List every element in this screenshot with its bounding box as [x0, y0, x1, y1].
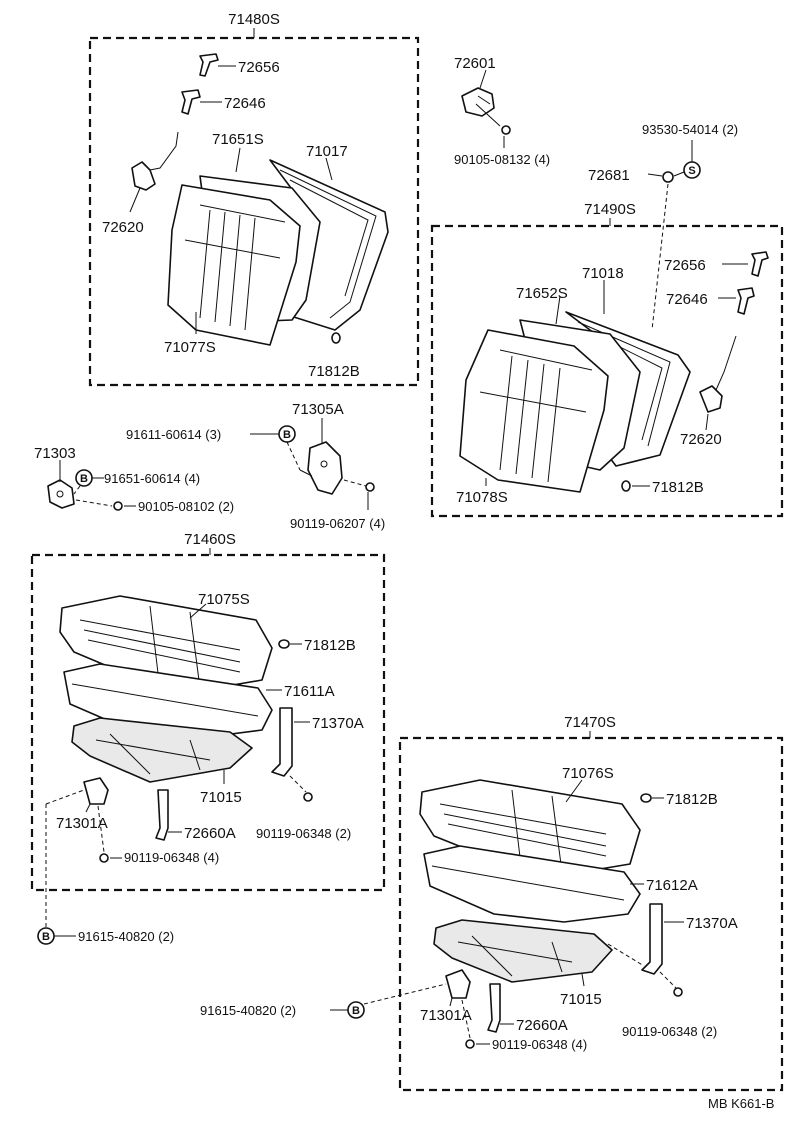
part-91651-60614: 91651-60614 (4) [104, 471, 200, 486]
part-90119-06348-2: 90119-06348 (4) [124, 850, 219, 865]
symbol-s: S [688, 165, 695, 177]
part-71652S: 71652S [516, 285, 568, 302]
part-71370A-2: 71370A [686, 915, 738, 932]
part-90119-06348-1: 90119-06348 (2) [256, 826, 351, 841]
cushion-frame-71015-1 [71, 717, 253, 783]
headrest-guide-72656-left [199, 53, 219, 77]
part-72656-right: 72656 [664, 257, 706, 274]
headrest-guide-72656-right [751, 251, 769, 277]
bolt-90119-06207 [365, 482, 375, 492]
hinge-cover-71303 [47, 479, 75, 509]
bracket-71301A-2 [445, 969, 471, 999]
bolt-90105-08102 [113, 501, 123, 511]
part-72660A-2: 72660A [516, 1017, 568, 1034]
cap-71812B-2 [621, 480, 631, 492]
part-71611A: 71611A [284, 683, 335, 700]
cap-71812B-4 [640, 793, 652, 803]
part-90119-06348-3: 90119-06348 (2) [622, 1024, 717, 1039]
belt-71370A-2 [641, 903, 663, 975]
clip-72681 [662, 171, 674, 183]
bolt-90119-06348-d [465, 1039, 475, 1049]
part-71015-1: 71015 [200, 789, 242, 806]
part-71651S: 71651S [212, 131, 264, 148]
symbol-b-4: B [352, 1005, 360, 1017]
part-71812B-1: 71812B [308, 363, 360, 380]
part-71076S: 71076S [562, 765, 614, 782]
seatback-cover-71077S [167, 184, 301, 346]
part-72646-right: 72646 [666, 291, 708, 308]
bracket-71301A-1 [83, 777, 109, 805]
part-93530-54014: 93530-54014 (2) [642, 122, 738, 137]
part-71075S: 71075S [198, 591, 250, 608]
part-71612A: 71612A [646, 877, 698, 894]
part-71812B-3: 71812B [304, 637, 356, 654]
cushion-frame-71015-2 [433, 919, 613, 983]
assembly-71470S-label: 71470S [564, 714, 616, 731]
headrest-guide-72646-right [737, 287, 755, 315]
part-91615-40820-2: 91615-40820 (2) [200, 1003, 296, 1018]
hinge-71305A [299, 441, 343, 495]
part-91615-40820-1: 91615-40820 (2) [78, 929, 174, 944]
part-71015-2: 71015 [560, 991, 602, 1008]
part-72660A-1: 72660A [184, 825, 236, 842]
part-71812B-2: 71812B [652, 479, 704, 496]
part-72601: 72601 [454, 55, 496, 72]
assembly-71480S-label: 71480S [228, 11, 280, 28]
bolt-90119-06348-c [673, 987, 683, 997]
assembly-71460S-label: 71460S [184, 531, 236, 548]
symbol-b-1: B [283, 429, 291, 441]
part-71370A-1: 71370A [312, 715, 364, 732]
bolt-90119-06348-b [99, 853, 109, 863]
part-90105-08132: 90105-08132 (4) [454, 152, 550, 167]
bolt-90119-06348-a [303, 792, 313, 802]
reclining-lever-72620-right [699, 335, 737, 413]
part-72620-right: 72620 [680, 431, 722, 448]
belt-72660A-1 [155, 789, 169, 841]
reclining-lever-72620-left [131, 131, 179, 191]
part-71812B-4: 71812B [666, 791, 718, 808]
belt-72660A-2 [487, 983, 501, 1033]
part-72656-left: 72656 [238, 59, 280, 76]
part-71303: 71303 [34, 445, 76, 462]
part-90105-08102: 90105-08102 (2) [138, 499, 234, 514]
cap-71812B-1 [331, 332, 341, 344]
part-71077S: 71077S [164, 339, 216, 356]
part-72681: 72681 [588, 167, 630, 184]
frame-71490S [430, 224, 784, 518]
seatback-cover-71078S [459, 329, 609, 493]
part-90119-06348-4: 90119-06348 (4) [492, 1037, 587, 1052]
part-72646-left: 72646 [224, 95, 266, 112]
symbol-b-2: B [80, 473, 88, 485]
part-71301A-2: 71301A [420, 1007, 472, 1024]
part-71078S: 71078S [456, 489, 508, 506]
frame-71460S [30, 553, 386, 892]
belt-71370A-1 [271, 707, 293, 777]
part-71017: 71017 [306, 143, 348, 160]
part-71018: 71018 [582, 265, 624, 282]
frame-71470S [398, 736, 784, 1092]
screw-90105-08132 [501, 125, 511, 135]
cap-71812B-3 [278, 639, 290, 649]
part-91611-60614: 91611-60614 (3) [126, 427, 221, 442]
part-71305A: 71305A [292, 401, 344, 418]
part-72620-left: 72620 [102, 219, 144, 236]
drawing-code: MB K661-B [708, 1096, 774, 1111]
hinge-cover-72601 [461, 87, 501, 127]
cushion-pad-71612A [423, 845, 641, 923]
headrest-guide-72646-left [181, 89, 201, 115]
assembly-71490S-label: 71490S [584, 201, 636, 218]
part-90119-06207: 90119-06207 (4) [290, 516, 385, 531]
part-71301A-1: 71301A [56, 815, 108, 832]
symbol-b-3: B [42, 931, 50, 943]
